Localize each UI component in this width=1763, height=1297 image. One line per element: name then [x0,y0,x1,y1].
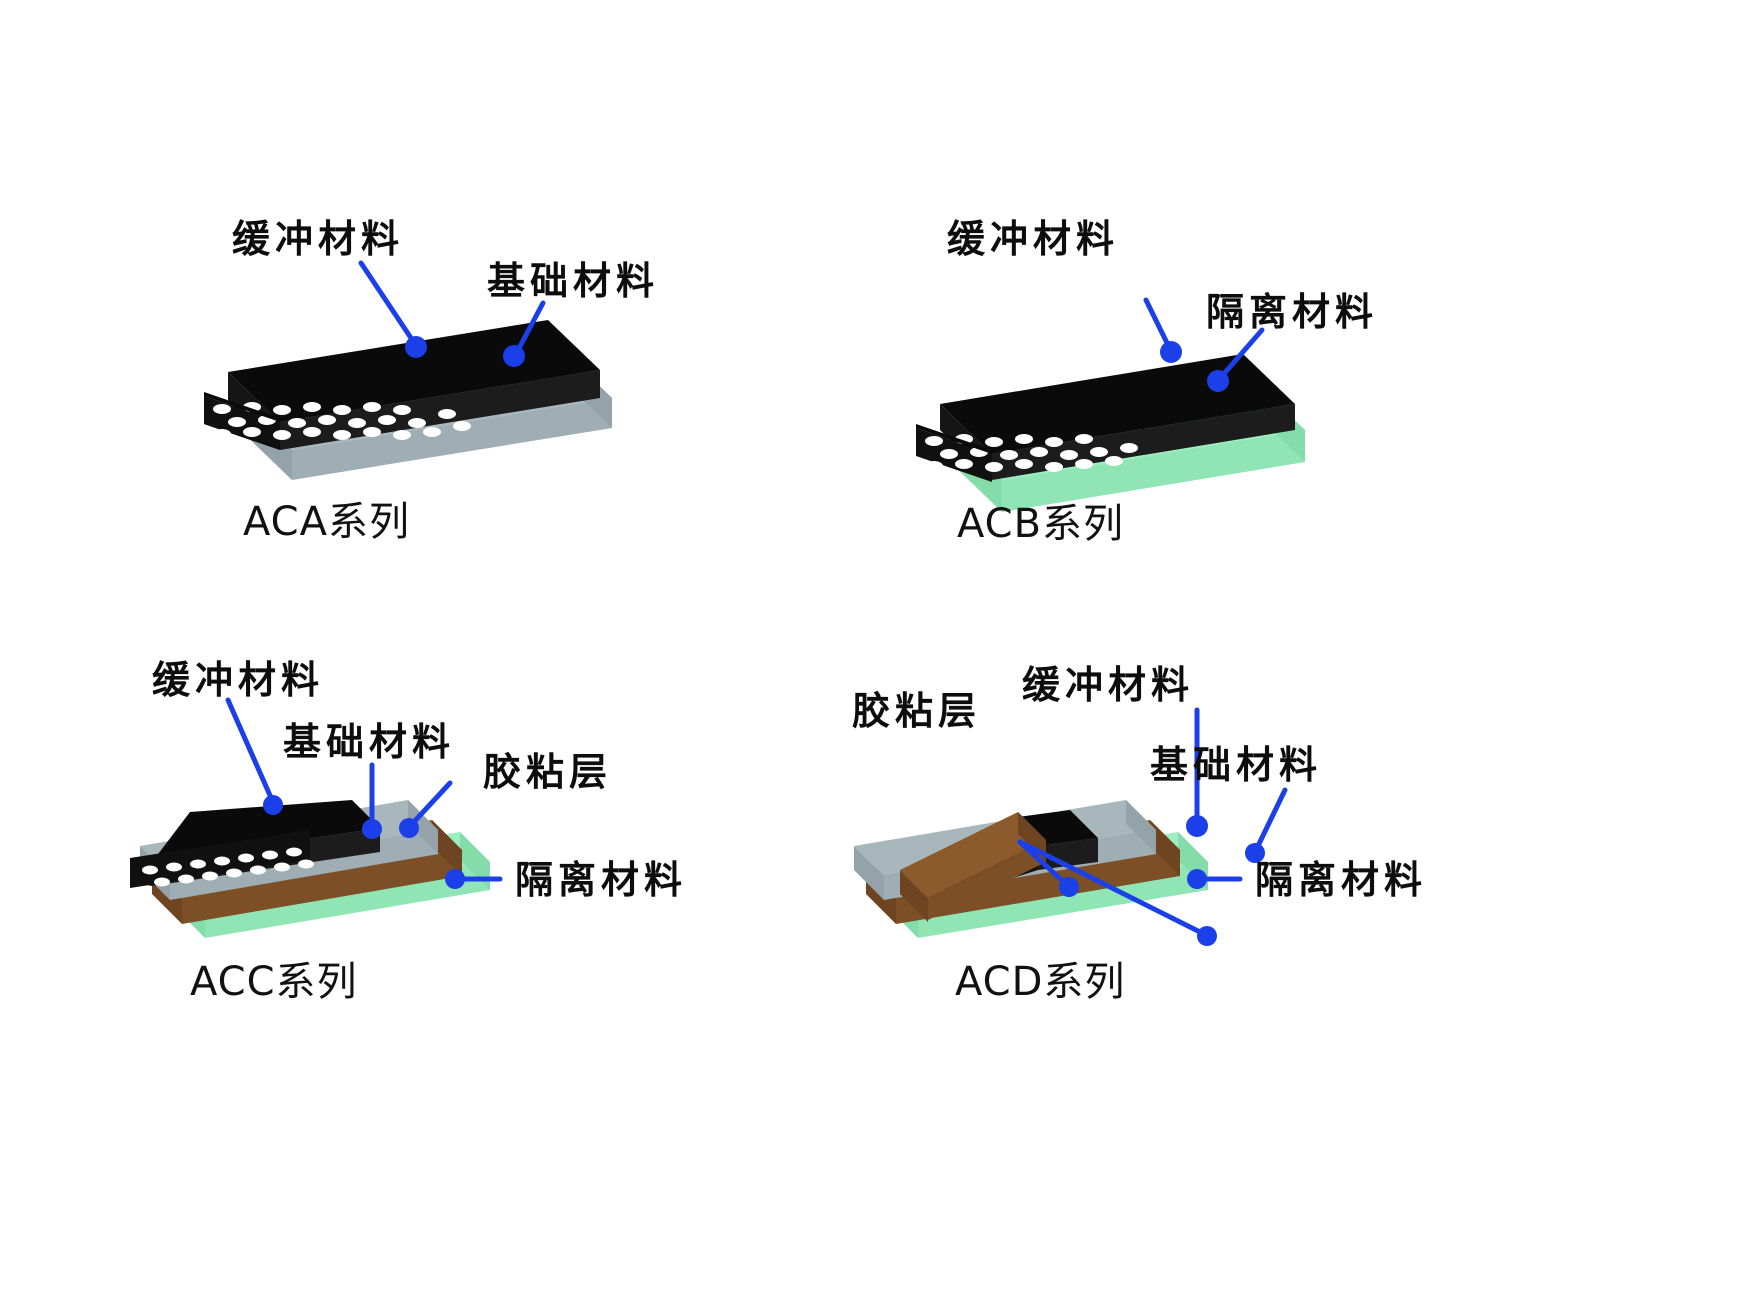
acd-callout-release: 隔离材料 [1187,858,1427,902]
acc-callout-release: 隔离材料 [445,858,687,902]
acd-adhesive-lower-front [896,850,1180,924]
acc-adhesive-leader-dot [399,818,419,838]
aca-cushion-front-top [204,392,280,422]
acd-callout-adhesive: 胶粘层 [852,689,1217,946]
acd-cushion-label: 缓冲材料 [1022,663,1194,707]
acb-cushion-side [992,404,1295,480]
acc-adhesive-side [432,820,462,876]
acc-callout-adhesive: 胶粘层 [399,750,612,838]
acc-release-label: 隔离材料 [515,858,687,902]
acc-base-side [408,800,438,854]
acb-series-label: ACB系列 [957,501,1124,547]
acb-cushion-top [940,354,1295,454]
aca-cushion-top [228,320,600,422]
acd-base-side [1126,800,1156,854]
aca-base-leader-dot [503,345,525,367]
acc-release-leader-dot [445,869,465,889]
acb-cushion-front-top [916,424,992,454]
aca-callout-base: 基础材料 [487,259,659,367]
acd-base-label: 基础材料 [1150,743,1322,787]
acc-series-label: ACC系列 [190,959,358,1005]
acb-layer-cushion [916,354,1295,482]
acd-cushion-leader-dot [1186,815,1208,837]
acc-cushion-leader-dot [263,795,283,815]
acd-adhesive-leader-dot-1 [1059,877,1079,897]
acc-adhesive-front [182,850,462,924]
acd-callout-base: 基础材料 [1150,743,1322,863]
acd-release-label: 隔离材料 [1255,858,1427,902]
aca-base-front [292,398,612,480]
acb-callout-cushion: 缓冲材料 [947,217,1182,363]
acd-adhesive-upper-front [928,840,1046,920]
acb-callout-release: 隔离材料 [1206,290,1378,392]
acb-cushion-leader-dot [1160,341,1182,363]
panel-acd: 胶粘层 缓冲材料 基础材料 隔离材料 ACD系列 [852,663,1427,1005]
acd-adhesive-leader-dot-2 [1197,926,1217,946]
acc-callout-cushion: 缓冲材料 [152,658,324,815]
acd-adhesive-lower-side [1150,820,1180,876]
acd-release-leader-dot [1187,869,1207,889]
acb-release-label: 隔离材料 [1206,290,1378,334]
acb-cushion-dots [925,434,1138,472]
acc-adhesive-label: 胶粘层 [483,750,612,794]
acd-cushion-side [1038,838,1098,870]
panel-acc: 缓冲材料 基础材料 胶粘层 隔离材料 ACC系列 [130,658,687,1005]
acb-cushion-label: 缓冲材料 [947,217,1119,261]
acd-layer-adhesive-upper [900,812,1046,922]
aca-base-label: 基础材料 [487,259,659,303]
panel-acb: 缓冲材料 隔离材料 ACB系列 [916,217,1378,547]
aca-series-label: ACA系列 [243,499,410,545]
aca-cushion-label: 缓冲材料 [232,217,404,261]
acb-release-leader-dot [1207,370,1229,392]
acd-base-left [854,846,884,900]
acd-adhesive-label: 胶粘层 [852,689,981,733]
acd-callout-cushion: 缓冲材料 [1022,663,1208,837]
acd-base-leader-dot [1245,843,1265,863]
acd-adhesive-upper-top [900,812,1046,898]
acc-base-label: 基础材料 [283,720,455,764]
acc-cushion-label: 缓冲材料 [152,658,324,702]
acc-layer-cushion [130,800,380,888]
panel-aca: 缓冲材料 基础材料 ACA系列 [204,217,659,545]
acc-cushion-dots [142,847,314,887]
aca-layer-cushion [204,320,600,450]
acc-callout-base: 基础材料 [283,720,455,839]
acc-release-side [460,832,490,890]
acd-series-label: ACD系列 [955,959,1125,1005]
aca-cushion-leader-dot [405,336,427,358]
aca-cushion-dots [213,402,471,440]
acd-adhesive-upper-left [900,870,928,922]
aca-cushion-side [280,370,600,450]
acc-base-leader-dot [362,819,382,839]
aca-callout-cushion: 缓冲材料 [232,217,427,358]
acb-release-front [1002,430,1305,512]
